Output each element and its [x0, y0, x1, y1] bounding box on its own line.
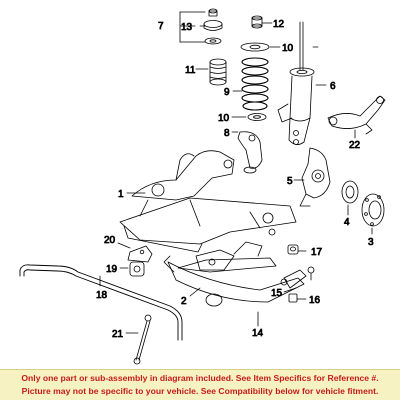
callout-16: 16 [309, 295, 321, 306]
callout-13: 13 [181, 22, 193, 33]
callout-2: 2 [181, 296, 187, 307]
callout-10-lower: 10 [218, 113, 230, 124]
wheel-hub [361, 193, 385, 227]
wheel-bearing [341, 180, 359, 204]
lower-control-arm [163, 255, 305, 307]
jounce-bumper [209, 58, 227, 86]
callout-14: 14 [252, 328, 264, 339]
steering-knuckle [299, 147, 331, 207]
coil-spring [241, 57, 269, 111]
callout-11: 11 [185, 65, 196, 76]
control-arm-bushing [287, 244, 299, 255]
callout-22: 22 [349, 140, 361, 151]
stabilizer-link [133, 314, 152, 365]
strut-mount-washer [204, 37, 222, 45]
callout-17: 17 [311, 247, 323, 258]
callout-8: 8 [224, 128, 230, 139]
callout-5: 5 [287, 176, 293, 187]
front-crossmember [119, 150, 297, 271]
callout-19: 19 [106, 264, 118, 275]
bump-stop-cap [251, 15, 263, 29]
callout-15: 15 [271, 288, 283, 299]
stabilizer-bracket [127, 245, 153, 263]
fitment-disclaimer: Only one part or sub-assembly in diagram… [0, 369, 400, 400]
callout-12: 12 [273, 19, 285, 30]
stabilizer-link-upper [237, 131, 263, 174]
callout-3: 3 [368, 237, 374, 248]
disclaimer-line-2: Picture may not be specific to your vehi… [21, 386, 379, 396]
disclaimer-line-1: Only one part or sub-assembly in diagram… [21, 373, 379, 383]
callout-4: 4 [344, 217, 350, 228]
upper-control-arm [327, 95, 386, 135]
callout-20: 20 [104, 235, 116, 246]
callout-6: 6 [330, 81, 336, 92]
front-suspension-exploded-diagram: 7 13 12 10 11 9 10 [19, 8, 386, 365]
callout-18: 18 [96, 290, 108, 301]
upper-spring-seat [240, 42, 270, 52]
ball-joint [283, 266, 315, 289]
stabilizer-bar [19, 264, 183, 341]
stabilizer-bushing [129, 261, 145, 277]
ball-joint-nut [288, 293, 298, 303]
strut-upper-mount [203, 20, 223, 31]
callout-10-upper: 10 [282, 43, 294, 54]
callout-7: 7 [158, 21, 164, 32]
strut-assembly [277, 21, 315, 145]
callout-1: 1 [118, 189, 124, 200]
callout-9: 9 [224, 87, 230, 98]
lower-spring-isolator [247, 113, 267, 121]
tension-strut [177, 257, 277, 273]
strut-mount-nut [208, 8, 218, 17]
callout-21: 21 [112, 329, 124, 340]
